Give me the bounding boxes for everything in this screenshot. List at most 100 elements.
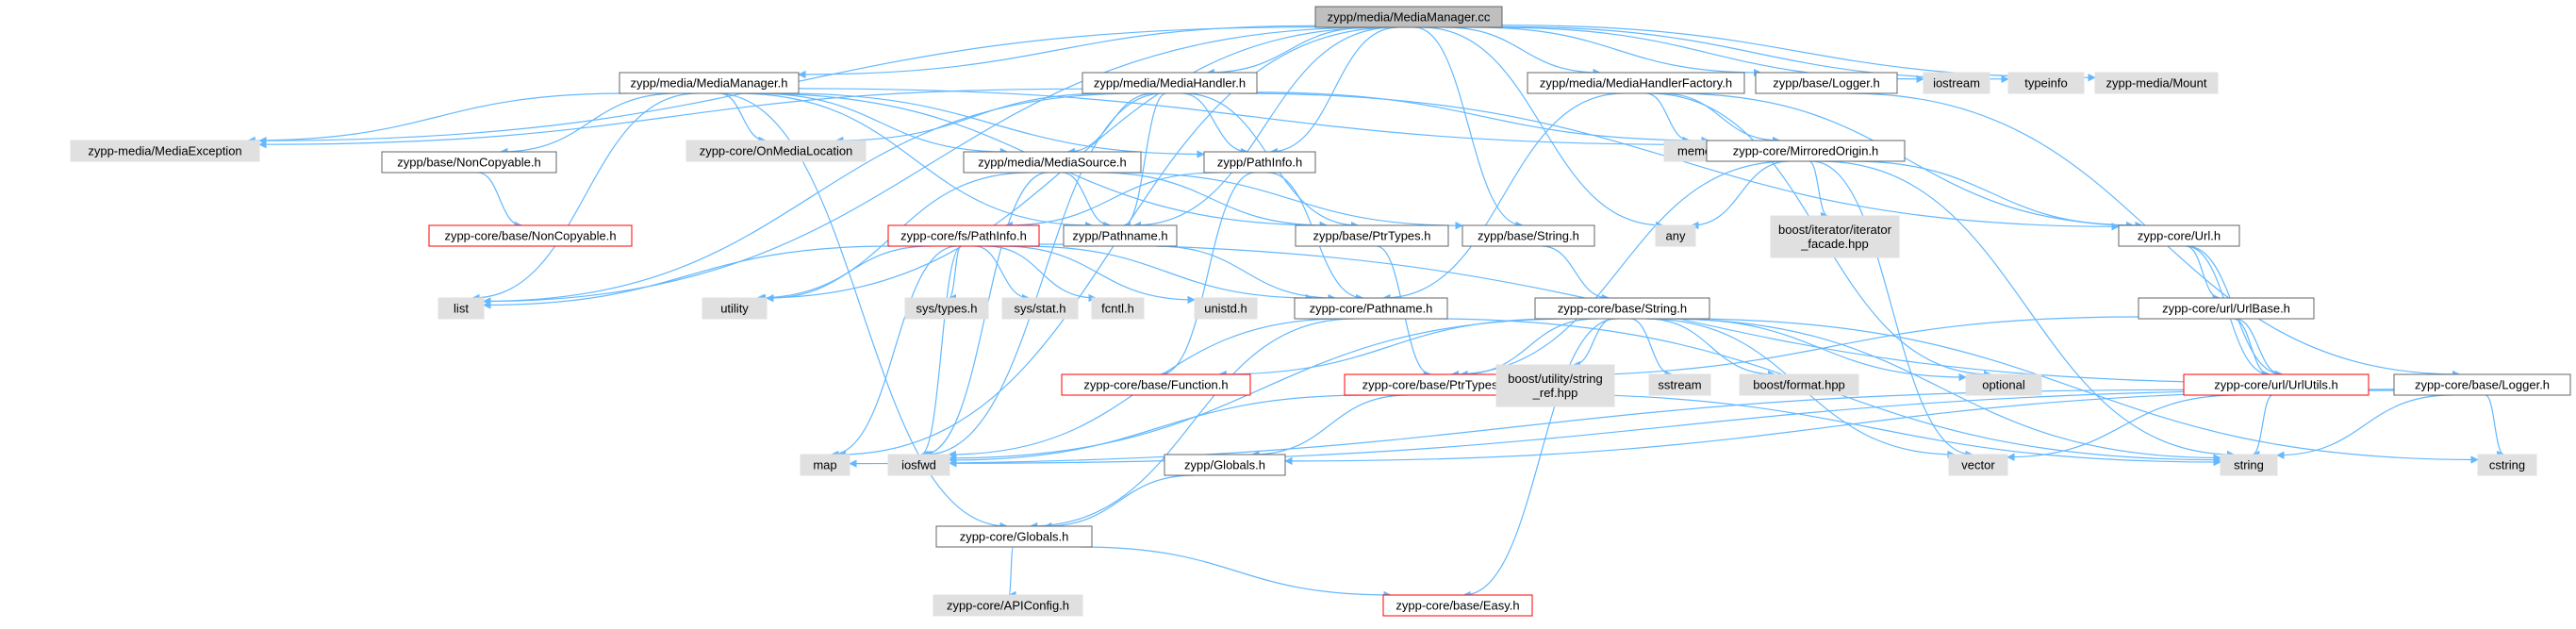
node-pathinfo-h[interactable]: zypp/PathInfo.h [1203, 151, 1316, 174]
node-sys-types-h: sys/types.h [904, 297, 989, 320]
edge-fs-pathinfo-h-to-map [830, 245, 958, 459]
node-noncopyable-h[interactable]: zypp/base/NonCopyable.h [381, 151, 557, 174]
edge-mediahandler-h-to-list [483, 92, 1137, 306]
node-mediasource-h[interactable]: zypp/media/MediaSource.h [963, 151, 1142, 174]
node-sstream: sstream [1648, 373, 1711, 396]
node-label: zypp/base/String.h [1478, 229, 1579, 243]
node-string-h[interactable]: zypp/base/String.h [1461, 224, 1595, 247]
node-label: zypp-core/OnMediaLocation [700, 144, 853, 158]
node-label: typeinfo [2024, 76, 2068, 91]
edge-mediahandlerfactory-h-to-memory [1645, 92, 1692, 145]
edge-mirroredorigin-h-to-string [1820, 160, 2236, 459]
node-core-url-h[interactable]: zypp-core/Url.h [2118, 224, 2240, 247]
edge-mediahandlerfactory-h-to-mirroredorigin-h [1661, 92, 1781, 145]
node-pathname-h[interactable]: zypp/Pathname.h [1063, 224, 1178, 247]
node-box [1648, 373, 1711, 396]
edge-fs-pathinfo-h-to-fcntl-h [985, 245, 1097, 303]
node-core-pathname-h[interactable]: zypp-core/Pathname.h [1294, 297, 1448, 320]
edge-core-ptrtypes-h-to-string [1525, 392, 2221, 467]
edge-mediamanager-h-to-mirroredorigin-h [798, 88, 1708, 149]
node-fcntl-h: fcntl.h [1091, 297, 1145, 320]
node-core-globals-h[interactable]: zypp-core/Globals.h [935, 525, 1093, 548]
node-box [1194, 297, 1258, 320]
node-box [1001, 297, 1079, 320]
node-box [2220, 454, 2278, 476]
node-box [935, 525, 1093, 548]
node-label: sstream [1658, 378, 1701, 392]
node-easy-h[interactable]: zypp-core/base/Easy.h [1382, 594, 1533, 617]
node-label: zypp-core/base/Logger.h [2415, 378, 2550, 392]
edge-urlutils-h-to-string [2251, 394, 2273, 459]
node-box [887, 224, 1040, 247]
node-ptrtypes-h[interactable]: zypp/base/PtrTypes.h [1295, 224, 1449, 247]
node-mediamanager-h[interactable]: zypp/media/MediaManager.h [619, 72, 800, 94]
edge-mirroredorigin-h-to-core-ptrtypes-h [1450, 160, 1790, 379]
edge-fs-pathinfo-h-to-sys-types-h [948, 245, 962, 303]
node-box [963, 151, 1142, 174]
edge-mediahandler-h-to-mirroredorigin-h [1256, 91, 1709, 145]
node-box [1063, 224, 1178, 247]
node-label: iostream [1933, 76, 1980, 91]
edge-core-logger-h-to-cstring [2485, 394, 2505, 459]
node-function-h[interactable]: zypp-core/base/Function.h [1061, 373, 1251, 396]
node-urlbase-h[interactable]: zypp-core/url/UrlBase.h [2138, 297, 2315, 320]
edge-fs-pathinfo-h-to-utility [766, 245, 932, 303]
node-label: zypp/base/PtrTypes.h [1313, 229, 1430, 243]
edge-mediamanager-h-to-onmedialocation [718, 92, 768, 145]
edge-urlbase-h-to-core-ptrtypes-h [1525, 316, 2139, 380]
edge-pathinfo-h-to-function-h [1160, 172, 1255, 379]
node-label: boost/utility/string [1508, 372, 1602, 386]
node-core-string-h[interactable]: zypp-core/base/String.h [1534, 297, 1710, 320]
node-label: zypp/base/NonCopyable.h [397, 156, 541, 170]
edge-mediasource-h-to-ptrtypes-h [1097, 172, 1329, 230]
node-box [381, 151, 557, 174]
node-mediahandler-h[interactable]: zypp/media/MediaHandler.h [1082, 72, 1258, 94]
node-box [1923, 72, 1990, 94]
edge-core-logger-h-to-iosfwd [949, 389, 2395, 468]
node-vector: vector [1948, 454, 2008, 476]
node-base-logger-h[interactable]: zypp/base/Logger.h [1755, 72, 1898, 94]
node-box [2118, 224, 2240, 247]
node-onmedialocation: zypp-core/OnMediaLocation [685, 140, 867, 162]
node-fs-pathinfo-h[interactable]: zypp-core/fs/PathInfo.h [887, 224, 1040, 247]
node-core-noncopyable-h[interactable]: zypp-core/base/NonCopyable.h [428, 224, 633, 247]
node-label: zypp-core/Globals.h [960, 530, 1069, 544]
node-label: zypp-core/url/UrlBase.h [2162, 302, 2290, 316]
node-label: zypp-core/base/PtrTypes.h [1362, 378, 1509, 392]
node-label: _ref.hpp [1532, 386, 1578, 400]
node-mirroredorigin-h[interactable]: zypp-core/MirroredOrigin.h [1706, 140, 1906, 162]
node-label: zypp/media/MediaHandlerFactory.h [1540, 76, 1732, 91]
node-label: utility [720, 302, 749, 316]
edge-mediamanager-cc-to-mediahandlerfactory-h [1444, 26, 1601, 77]
node-urlutils-h[interactable]: zypp-core/url/UrlUtils.h [2183, 373, 2370, 396]
node-box [1082, 72, 1258, 94]
edge-core-pathname-h-to-core-globals-h [1029, 318, 1355, 531]
node-mediaexception: zypp-media/MediaException [70, 140, 260, 162]
node-box [1164, 454, 1286, 476]
edge-mediamanager-h-to-noncopyable-h [499, 92, 678, 157]
node-mediahandlerfactory-h[interactable]: zypp/media/MediaHandlerFactory.h [1527, 72, 1745, 94]
edge-mediamanager-cc-to-string-h [1413, 26, 1524, 230]
node-label: zypp/Globals.h [1184, 458, 1265, 472]
node-core-ptrtypes-h[interactable]: zypp-core/base/PtrTypes.h [1344, 373, 1527, 396]
edge-fs-pathinfo-h-to-core-pathname-h [1021, 245, 1314, 303]
edge-mirroredorigin-h-to-iterator-facade [1808, 160, 1829, 221]
edge-mediamanager-cc-to-any [1421, 26, 1664, 230]
edge-core-logger-h-to-globals-h [1284, 389, 2395, 466]
edge-core-globals-h-to-easy-h [1081, 546, 1392, 600]
node-label: zypp-media/Mount [2106, 76, 2207, 91]
node-box [70, 140, 260, 162]
edge-mediamanager-cc-to-typeinfo [1501, 25, 2009, 84]
edge-mediamanager-h-to-mediaexception [247, 92, 626, 145]
edge-mediamanager-cc-to-mediamanager-h [798, 25, 1316, 79]
node-mediamanager-cc[interactable]: zypp/media/MediaManager.cc [1314, 6, 1503, 28]
node-globals-h[interactable]: zypp/Globals.h [1164, 454, 1286, 476]
node-apiconfig-h: zypp-core/APIConfig.h [933, 594, 1083, 617]
node-label: _facade.hpp [1800, 237, 1869, 251]
edge-mediamanager-h-to-mediasource-h [753, 92, 1009, 157]
node-unistd-h: unistd.h [1194, 297, 1258, 320]
node-label: zypp/media/MediaManager.cc [1328, 10, 1491, 25]
node-box [800, 454, 850, 476]
node-box [1461, 224, 1595, 247]
node-core-logger-h[interactable]: zypp-core/base/Logger.h [2393, 373, 2571, 396]
